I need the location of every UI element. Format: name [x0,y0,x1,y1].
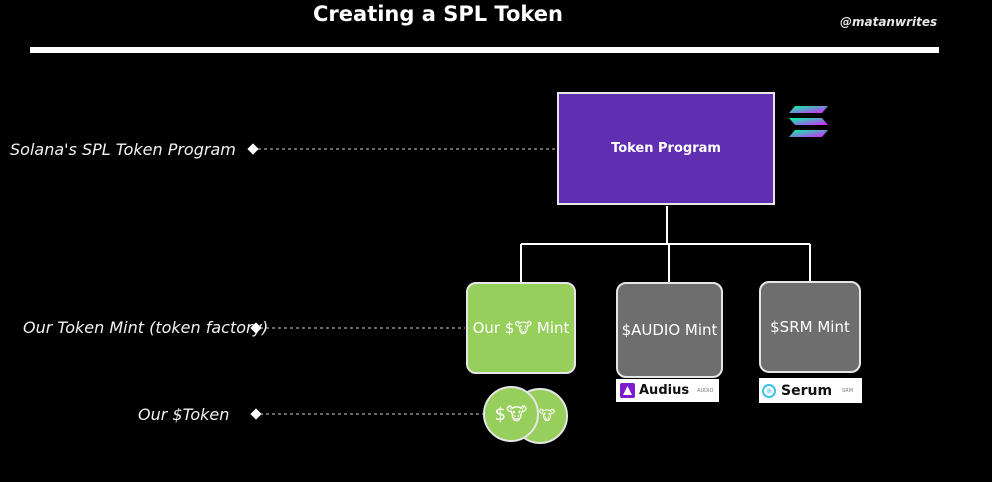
label-token-mint: Our Token Mint (token factory) [23,318,269,337]
audius-tag: AUDIO [697,387,714,394]
serum-logo-icon [762,383,776,398]
serum-tag: SRM [842,387,854,394]
audius-logo-icon [620,383,635,398]
token-coin-front: $🐮 [483,386,539,442]
audius-name: Audius [639,383,690,398]
label-spl-token-program: Solana's SPL Token Program [10,140,236,159]
srm-mint-label: $SRM Mint [770,318,850,336]
page-title: Creating a SPL Token [313,2,563,26]
our-mint-label: Our $🐮 Mint [472,319,570,337]
srm-mint-node: $SRM Mint [759,281,861,373]
audio-mint-node: $AUDIO Mint [616,282,723,378]
token-program-node: Token Program [557,92,775,205]
serum-name: Serum [781,382,833,399]
label-our-token: Our $Token [138,405,230,424]
audius-brand-badge: Audius AUDIO [616,379,719,402]
audio-mint-label: $AUDIO Mint [621,321,718,339]
token-coin-label: $🐮 [494,403,528,425]
serum-brand-badge: Serum SRM [759,378,862,403]
title-underline [30,47,939,53]
author-handle: @matanwrites [840,15,938,29]
token-program-label: Token Program [611,141,721,156]
token-coin-back-label: 🐮 [538,408,556,424]
solana-logo-icon [789,106,828,137]
our-mint-node: Our $🐮 Mint [466,282,576,374]
